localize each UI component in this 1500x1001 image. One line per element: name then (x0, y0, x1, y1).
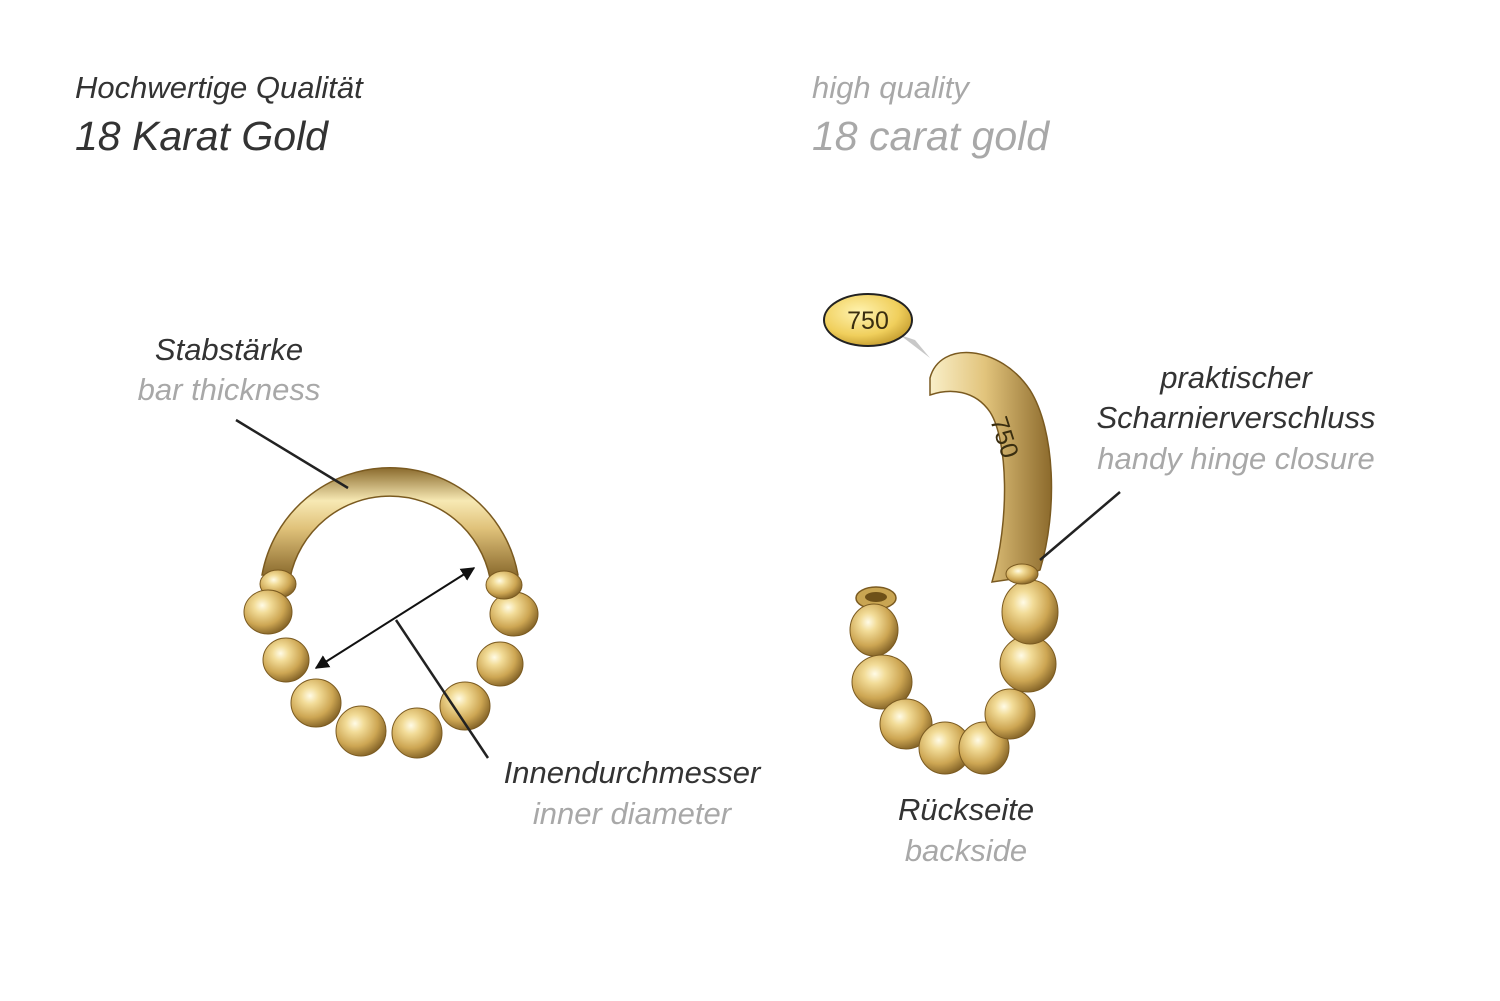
label-bar-thickness-en: bar thickness (137, 372, 321, 407)
back-ring-hinge-bar (929, 351, 1053, 583)
label-hinge-de-line1: praktischer (1160, 360, 1312, 395)
front-ring-beads (243, 569, 539, 759)
label-backside-en: backside (904, 833, 1028, 868)
bar-thickness-pointer (235, 418, 349, 490)
inner-diameter-arrow (314, 567, 476, 669)
back-ring-beads (849, 563, 1059, 775)
hallmark-badge: 750 (823, 293, 930, 358)
label-hinge-de-line2: Scharnierverschluss (1096, 400, 1376, 435)
label-inner-diameter-en: inner diameter (532, 796, 732, 831)
title-english-line2: 18 carat gold (812, 113, 1050, 159)
title-german-line2: 18 Karat Gold (75, 113, 328, 159)
label-bar-thickness-de: Stabstärke (154, 332, 304, 367)
front-ring (243, 467, 539, 759)
hinge-pointer (1039, 491, 1121, 561)
inner-diameter-pointer (394, 619, 490, 759)
label-backside-de: Rückseite (897, 792, 1035, 827)
hallmark-badge-text: 750 (847, 307, 889, 335)
label-hinge-en: handy hinge closure (1097, 441, 1375, 476)
title-english-line1: high quality (812, 70, 969, 105)
front-ring-bar (261, 467, 519, 579)
title-german-line1: Hochwertige Qualität (75, 70, 363, 105)
label-inner-diameter-de: Innendurchmesser (503, 755, 761, 790)
back-ring: 750 (849, 351, 1059, 775)
